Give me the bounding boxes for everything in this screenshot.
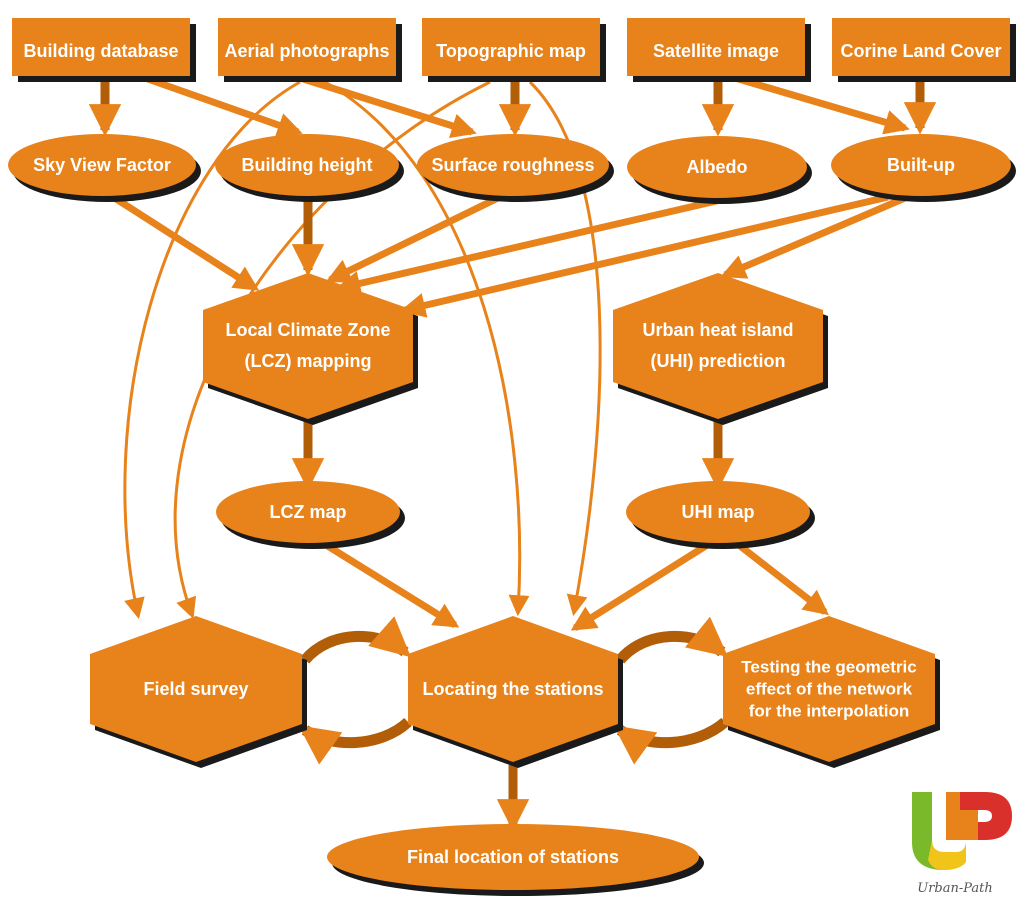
param-albedo: Albedo <box>627 136 812 204</box>
label-uhi-prediction-line2: (UHI) prediction <box>651 351 786 371</box>
loop-field-to-stations <box>300 616 411 664</box>
arrow-svf-to-lcz <box>108 192 260 291</box>
product-uhi-map: UHI map <box>626 481 815 549</box>
param-built-up: Built-up <box>831 134 1016 202</box>
source-satellite-image: Satellite image <box>627 18 811 82</box>
param-building-height: Building height <box>215 134 404 202</box>
curve-topo-to-stations <box>528 80 602 617</box>
process-lcz-mapping: Local Climate Zone (LCZ) mapping <box>203 273 418 425</box>
label-final-location: Final location of stations <box>407 847 619 867</box>
source-topographic-map: Topographic map <box>422 18 606 82</box>
label-built-up: Built-up <box>887 155 955 175</box>
label-building-database: Building database <box>23 41 178 61</box>
label-corine-land-cover: Corine Land Cover <box>840 41 1001 61</box>
arrow-roughness-to-lcz <box>325 193 502 284</box>
process-uhi-prediction: Urban heat island (UHI) prediction <box>613 273 828 425</box>
source-aerial-photographs: Aerial photographs <box>218 18 402 82</box>
logo-u-bottom <box>928 840 966 870</box>
product-row: LCZ map UHI map <box>216 481 815 549</box>
arrow-builtup-to-uhi <box>720 194 907 279</box>
logo-p-bowl <box>960 792 1012 840</box>
label-building-height: Building height <box>242 155 373 175</box>
arrow-aerial-to-roughness <box>298 74 477 138</box>
label-locating-stations: Locating the stations <box>422 679 603 699</box>
step-locating-stations: Locating the stations <box>408 616 623 768</box>
curve-aerial-to-stations <box>324 80 530 617</box>
label-testing-line1: Testing the geometric <box>741 657 916 676</box>
parameter-row: Sky View Factor Building height Surface … <box>8 134 1016 204</box>
label-lcz-mapping-line2: (LCZ) mapping <box>245 351 372 371</box>
param-surface-roughness: Surface roughness <box>417 134 614 202</box>
process-row: Local Climate Zone (LCZ) mapping Urban h… <box>203 273 828 425</box>
arrow-builtup-to-lcz <box>400 193 889 318</box>
logo-p-stem <box>960 810 978 840</box>
urban-path-logo: Urban-Path <box>912 792 1012 896</box>
label-field-survey: Field survey <box>143 679 248 699</box>
result-final-location: Final location of stations <box>327 824 704 896</box>
label-aerial-photographs: Aerial photographs <box>224 41 389 61</box>
label-testing-line3: for the interpolation <box>749 701 910 720</box>
label-albedo: Albedo <box>687 157 748 177</box>
arrow-satellite-to-builtup <box>734 74 910 135</box>
curve-aerial-to-field-survey <box>123 80 301 620</box>
label-surface-roughness: Surface roughness <box>431 155 594 175</box>
label-satellite-image: Satellite image <box>653 41 779 61</box>
arrow-uhi-map-to-stations <box>570 539 714 631</box>
label-lcz-map: LCZ map <box>269 502 346 522</box>
logo-caption: Urban-Path <box>917 881 993 896</box>
arrow-uhi-map-to-testing <box>732 539 829 616</box>
arrow-building-db-to-height <box>143 74 303 138</box>
loop-stations-to-testing <box>615 616 729 664</box>
step-row: Field survey Locating the stations Testi… <box>90 616 940 768</box>
param-sky-view-factor: Sky View Factor <box>8 134 201 202</box>
step-testing-geometric: Testing the geometric effect of the netw… <box>723 616 940 768</box>
loop-stations-to-field <box>298 717 412 765</box>
label-sky-view-factor: Sky View Factor <box>33 155 171 175</box>
label-testing-line2: effect of the network <box>746 679 913 698</box>
step-field-survey: Field survey <box>90 616 307 768</box>
connectors <box>88 74 937 832</box>
label-uhi-map: UHI map <box>681 502 754 522</box>
label-uhi-prediction-line1: Urban heat island <box>642 320 793 340</box>
label-topographic-map: Topographic map <box>436 41 586 61</box>
loop-testing-to-stations <box>613 717 729 765</box>
source-building-database: Building database <box>12 18 196 82</box>
label-lcz-mapping-line1: Local Climate Zone <box>225 320 390 340</box>
arrow-albedo-to-lcz <box>335 195 726 296</box>
arrow-lcz-map-to-stations <box>316 537 460 628</box>
product-lcz-map: LCZ map <box>216 481 405 549</box>
source-corine-land-cover: Corine Land Cover <box>832 18 1016 82</box>
source-row: Building database Aerial photographs Top… <box>12 18 1016 82</box>
